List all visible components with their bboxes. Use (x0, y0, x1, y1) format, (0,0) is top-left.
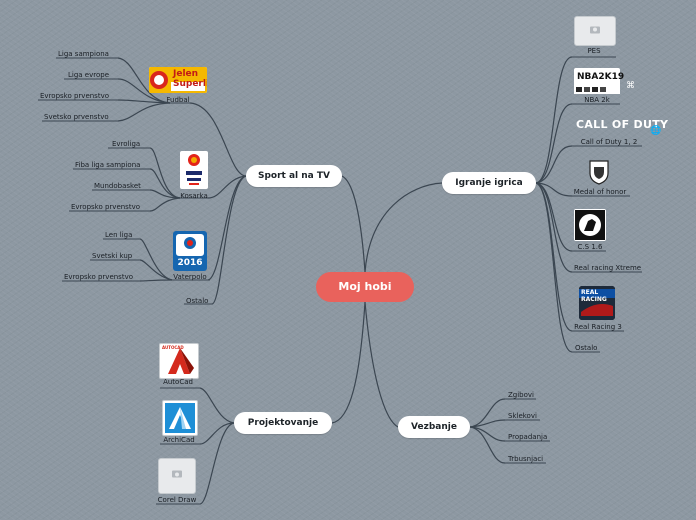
autocad-logo-text: AUTOCAD (162, 345, 184, 350)
vezbanje-item[interactable]: Sklekovi (508, 412, 537, 420)
igrice-ostalo[interactable]: Ostalo (575, 344, 598, 352)
belgrade-logo-art (176, 234, 204, 256)
kosarka-item[interactable]: Evropsko prvenstvo (71, 203, 140, 211)
belgrade-logo-text: 2016 (177, 258, 203, 268)
corel-draw-image (158, 458, 196, 494)
superliga-logo-text: Jelen Superliga (173, 69, 207, 89)
call-of-duty-logo: CALL OF DUTY (576, 118, 669, 131)
link-icon[interactable]: ⌘ (626, 81, 635, 91)
fudbal-label[interactable]: Fudbal (166, 96, 190, 104)
fiba-world-cup-logo (180, 151, 208, 189)
vezbanje-item[interactable]: Zgibovi (508, 391, 534, 399)
fudbal-item[interactable]: Evropsko prvenstvo (40, 92, 109, 100)
branch-igranje-igrica[interactable]: Igranje igrica (442, 172, 536, 194)
autocad-logo-art (168, 348, 194, 374)
vaterpolo-label[interactable]: Vaterpolo (173, 273, 207, 281)
central-topic[interactable]: Moj hobi (316, 272, 414, 302)
game-medal-of-honor[interactable]: Medal of honor (573, 188, 627, 196)
vezbanje-item[interactable]: Propadanja (508, 433, 548, 441)
game-nba2k[interactable]: NBA 2k (584, 96, 610, 104)
vaterpolo-item[interactable]: Evropsko prvenstvo (64, 273, 133, 281)
proj-archicad[interactable]: ArchiCad (163, 436, 195, 444)
fudbal-item[interactable]: Liga sampiona (58, 50, 109, 58)
real-racing-logo: REAL RACING (579, 286, 615, 320)
fiba-logo-art (186, 154, 202, 185)
photo-placeholder-icon (590, 26, 600, 34)
game-call-of-duty[interactable]: Call of Duty 1, 2 (580, 138, 638, 146)
kosarka-item[interactable]: Evroliga (112, 140, 141, 148)
counter-strike-logo (574, 209, 606, 241)
nba2k-logo-text: NBA2K19 (577, 72, 625, 82)
kosarka-label[interactable]: Kosarka (180, 192, 208, 200)
cs-logo-art (575, 210, 605, 240)
proj-corel-draw[interactable]: Corel Draw (157, 496, 197, 504)
real-racing-logo-art (579, 286, 615, 320)
belgrade-2016-logo: 2016 (173, 231, 207, 271)
kosarka-item[interactable]: Fiba liga sampiona (75, 161, 141, 169)
kosarka-item[interactable]: Mundobasket (94, 182, 141, 190)
nba2k-logo-art (574, 86, 620, 94)
superliga-logo-art (149, 67, 207, 93)
sport-ostalo[interactable]: Ostalo (186, 297, 209, 305)
game-real-racing-3[interactable]: Real Racing 3 (574, 323, 622, 331)
vaterpolo-item[interactable]: Len liga (105, 231, 133, 239)
medal-of-honor-logo (588, 159, 610, 185)
jelen-superliga-logo: Jelen Superliga (149, 67, 207, 93)
game-pes[interactable]: PES (587, 47, 601, 55)
pes-image (574, 16, 616, 46)
moh-logo-art (589, 160, 609, 185)
globe-icon[interactable]: 🌐 (650, 126, 662, 136)
game-real-racing-xtreme[interactable]: Real racing Xtreme (574, 264, 642, 272)
proj-autocad[interactable]: AutoCad (163, 378, 193, 386)
fudbal-item[interactable]: Liga evrope (68, 71, 110, 79)
branch-vezbanje[interactable]: Vezbanje (398, 416, 470, 438)
photo-placeholder-icon (172, 470, 182, 478)
branch-projektovanje[interactable]: Projektovanje (234, 412, 332, 434)
archicad-logo (162, 400, 198, 436)
nba2k-logo: NBA2K19 (574, 68, 624, 94)
vaterpolo-item[interactable]: Svetski kup (92, 252, 133, 260)
fudbal-item[interactable]: Svetsko prvenstvo (44, 113, 109, 121)
game-cs16[interactable]: C.S 1.6 (577, 243, 603, 251)
autocad-logo: AUTOCAD (159, 343, 199, 379)
archicad-logo-art (165, 403, 195, 433)
real-racing-logo-text: REAL RACING (581, 289, 607, 303)
branch-sport[interactable]: Sport al na TV (246, 165, 342, 187)
vezbanje-item[interactable]: Trbusnjaci (508, 455, 544, 463)
